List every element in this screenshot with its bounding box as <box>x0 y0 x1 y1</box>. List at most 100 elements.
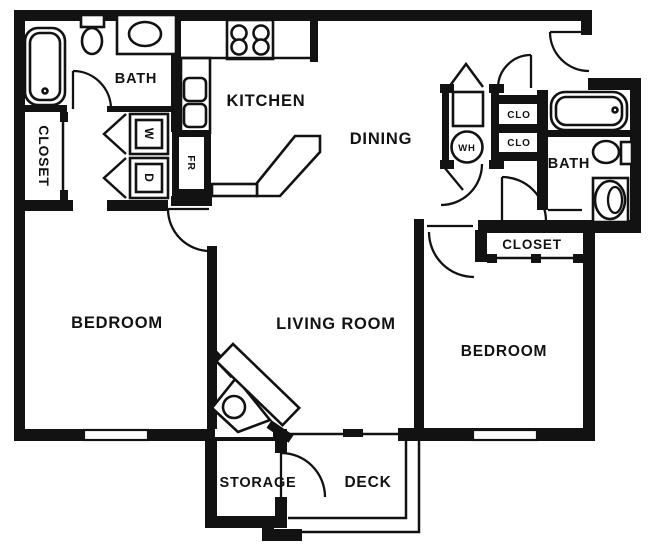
wall-bedroom-living <box>207 246 217 441</box>
deck-rail-outer <box>276 441 421 534</box>
bath-right-fixtures <box>549 90 634 224</box>
wall-entry-stub <box>581 21 592 35</box>
interior-walls <box>14 10 641 441</box>
washer-inner <box>134 118 164 150</box>
door-arc-icon <box>166 208 211 253</box>
label-clo-lower: CLO <box>507 138 531 149</box>
clo-shelf-bar <box>499 152 540 161</box>
double-sink-bowl <box>182 102 208 129</box>
sink-icon <box>591 139 621 165</box>
wall-bath-kitchen <box>171 10 181 132</box>
label-fridge: FR <box>185 155 197 171</box>
wall-laundry-top <box>107 106 171 112</box>
kitchen-peninsula-icon <box>255 134 322 198</box>
clo-shelf-bar <box>499 124 540 133</box>
fireplace-icon <box>208 342 302 443</box>
burner-icon <box>230 38 248 56</box>
wall-left <box>14 10 25 441</box>
wall-corner-block <box>171 196 212 206</box>
door-arc-icon <box>496 53 532 89</box>
sink-icon <box>127 20 163 48</box>
wh-wall-tab <box>440 160 454 169</box>
drain-icon <box>41 87 49 95</box>
closet2-tab <box>487 254 497 263</box>
laundry-fixtures <box>102 112 170 200</box>
bifold-door-icon <box>102 157 127 199</box>
burner-icon <box>252 38 270 56</box>
fireplace-mantle <box>214 342 302 428</box>
closet1-tab <box>60 112 68 122</box>
window-icon <box>82 428 150 442</box>
door-arc-icon <box>427 231 475 279</box>
fireplace-flue <box>221 394 247 420</box>
wall-bath2-top <box>588 78 641 90</box>
label-deck: DECK <box>344 474 391 491</box>
fireplace-wall-stub <box>266 420 294 443</box>
wall-living-bedroom2 <box>414 219 424 441</box>
door-arc-icon <box>440 163 484 207</box>
wall-hall-bedroom-a <box>14 200 73 211</box>
wall-right-bedroom <box>583 225 595 441</box>
door-arc-icon <box>72 69 113 110</box>
label-bath-right: BATH <box>548 156 590 172</box>
deck-railing-icon <box>276 441 421 534</box>
storage-opening <box>215 429 273 437</box>
storage-wall-bottom <box>205 516 287 528</box>
label-closet-right: CLOSET <box>502 237 562 252</box>
wh-closet-walls <box>440 84 540 169</box>
sliding-door-panel <box>343 429 363 437</box>
bathtub-inner <box>554 95 624 127</box>
wall-closet2-left <box>475 230 487 262</box>
label-clo-upper: CLO <box>507 110 531 121</box>
kitchen-fixtures <box>172 18 322 198</box>
shelf-icon <box>451 90 485 128</box>
wall-right-bath <box>630 78 641 233</box>
wall-under-tub2 <box>547 130 637 137</box>
toilet-bowl <box>593 179 627 221</box>
double-sink-icon <box>182 76 208 103</box>
label-storage: STORAGE <box>219 475 296 491</box>
bathtub-inner <box>28 31 62 102</box>
wh-wall-left <box>442 85 449 168</box>
label-dining: DINING <box>350 130 413 148</box>
door-arc-icon <box>501 175 548 222</box>
closet1-tab <box>60 190 68 200</box>
vanity-edge <box>619 140 634 166</box>
room-labels: BATH CLOSET W D FR KITCHEN DINING WH CLO… <box>36 71 590 491</box>
wall-kitchen-stub <box>310 10 318 62</box>
storage-wall-right-b <box>275 497 287 528</box>
water-heater-icon <box>450 130 484 164</box>
closet2-tab <box>531 254 541 263</box>
label-water-heater: WH <box>458 143 475 154</box>
toilet-bowl <box>80 26 104 56</box>
storage-wall-left <box>205 441 217 528</box>
label-dryer: D <box>142 173 156 182</box>
dryer-inner <box>134 162 164 194</box>
doors <box>71 30 590 498</box>
label-living-room: LIVING ROOM <box>276 315 396 333</box>
storage-wall-right-a <box>275 441 287 453</box>
door-arc-icon <box>548 31 590 73</box>
exterior-walls <box>14 10 641 441</box>
label-bath-left: BATH <box>115 71 157 87</box>
wh-wall-tab <box>489 84 504 93</box>
wh-wall-right <box>491 85 499 168</box>
peninsula-base <box>210 182 259 198</box>
drain-icon <box>611 106 619 114</box>
label-bedroom-left: BEDROOM <box>71 314 163 332</box>
wall-top <box>14 10 592 21</box>
toilet-icon <box>79 13 106 29</box>
fridge-icon <box>179 137 204 189</box>
bifold-door-icon <box>102 113 127 155</box>
wall-hall-bedroom-b <box>107 200 168 211</box>
wh-wall-tab <box>440 84 454 93</box>
wall-under-tub1 <box>14 105 67 112</box>
wh-closet-fixtures <box>447 61 485 164</box>
deck-rail-inner <box>288 441 408 520</box>
toilet-bowl-inner <box>606 185 624 215</box>
wh-wall-tab <box>489 160 504 169</box>
clo-shelf-bar <box>499 95 540 104</box>
bifold-door-icon <box>447 61 485 88</box>
storage-walls <box>205 441 302 541</box>
label-kitchen: KITCHEN <box>227 92 306 110</box>
